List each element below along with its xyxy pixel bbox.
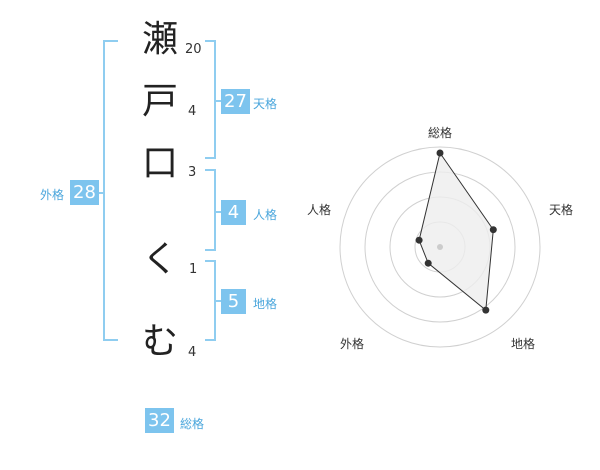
radar-area xyxy=(418,151,494,312)
soukaku-value-badge: 32 xyxy=(145,408,174,433)
radar-axis-label-chikaku: 地格 xyxy=(511,337,536,351)
jinkaku-bracket xyxy=(205,169,216,251)
radar-axis-label-jinkaku: 人格 xyxy=(307,203,332,217)
radar-point-5 xyxy=(415,236,423,244)
jinkaku-label: 人格 xyxy=(253,208,278,222)
stroke-count-4: 1 xyxy=(189,262,198,277)
tenkaku-value-badge: 27 xyxy=(221,89,250,114)
tenkaku-bracket xyxy=(205,40,216,159)
radar-axis-label-gaikaku: 外格 xyxy=(340,337,365,351)
radar-points xyxy=(415,149,497,314)
radar-axis-label-tenkaku: 天格 xyxy=(549,203,574,217)
name-char-2: 戸 xyxy=(141,81,178,122)
stroke-count-2: 4 xyxy=(188,104,197,119)
radar-ring xyxy=(339,146,541,348)
radar-point-4 xyxy=(424,259,432,267)
soukaku-label: 総格 xyxy=(180,417,205,431)
gaikaku-label: 外格 xyxy=(40,188,65,202)
name-char-3: 口 xyxy=(141,143,178,184)
stroke-count-5: 4 xyxy=(188,345,197,360)
radar-point-2 xyxy=(489,226,497,234)
gaikaku-bracket xyxy=(103,40,118,341)
chikaku-value-badge: 5 xyxy=(221,289,246,314)
stroke-count-1: 20 xyxy=(185,42,202,57)
radar-axis-label-soukaku: 総格 xyxy=(428,126,453,140)
name-char-5: む xyxy=(141,321,178,362)
radar-center-dot xyxy=(437,244,443,250)
chikaku-label: 地格 xyxy=(253,297,278,311)
jinkaku-value-badge: 4 xyxy=(221,200,246,225)
radar-point-1 xyxy=(436,149,444,157)
name-char-4: く xyxy=(141,239,178,280)
tenkaku-label: 天格 xyxy=(253,97,278,111)
stroke-count-3: 3 xyxy=(188,165,197,180)
radar-point-3 xyxy=(482,306,490,314)
name-char-1: 瀬 xyxy=(141,19,178,60)
gaikaku-value-badge: 28 xyxy=(70,180,99,205)
